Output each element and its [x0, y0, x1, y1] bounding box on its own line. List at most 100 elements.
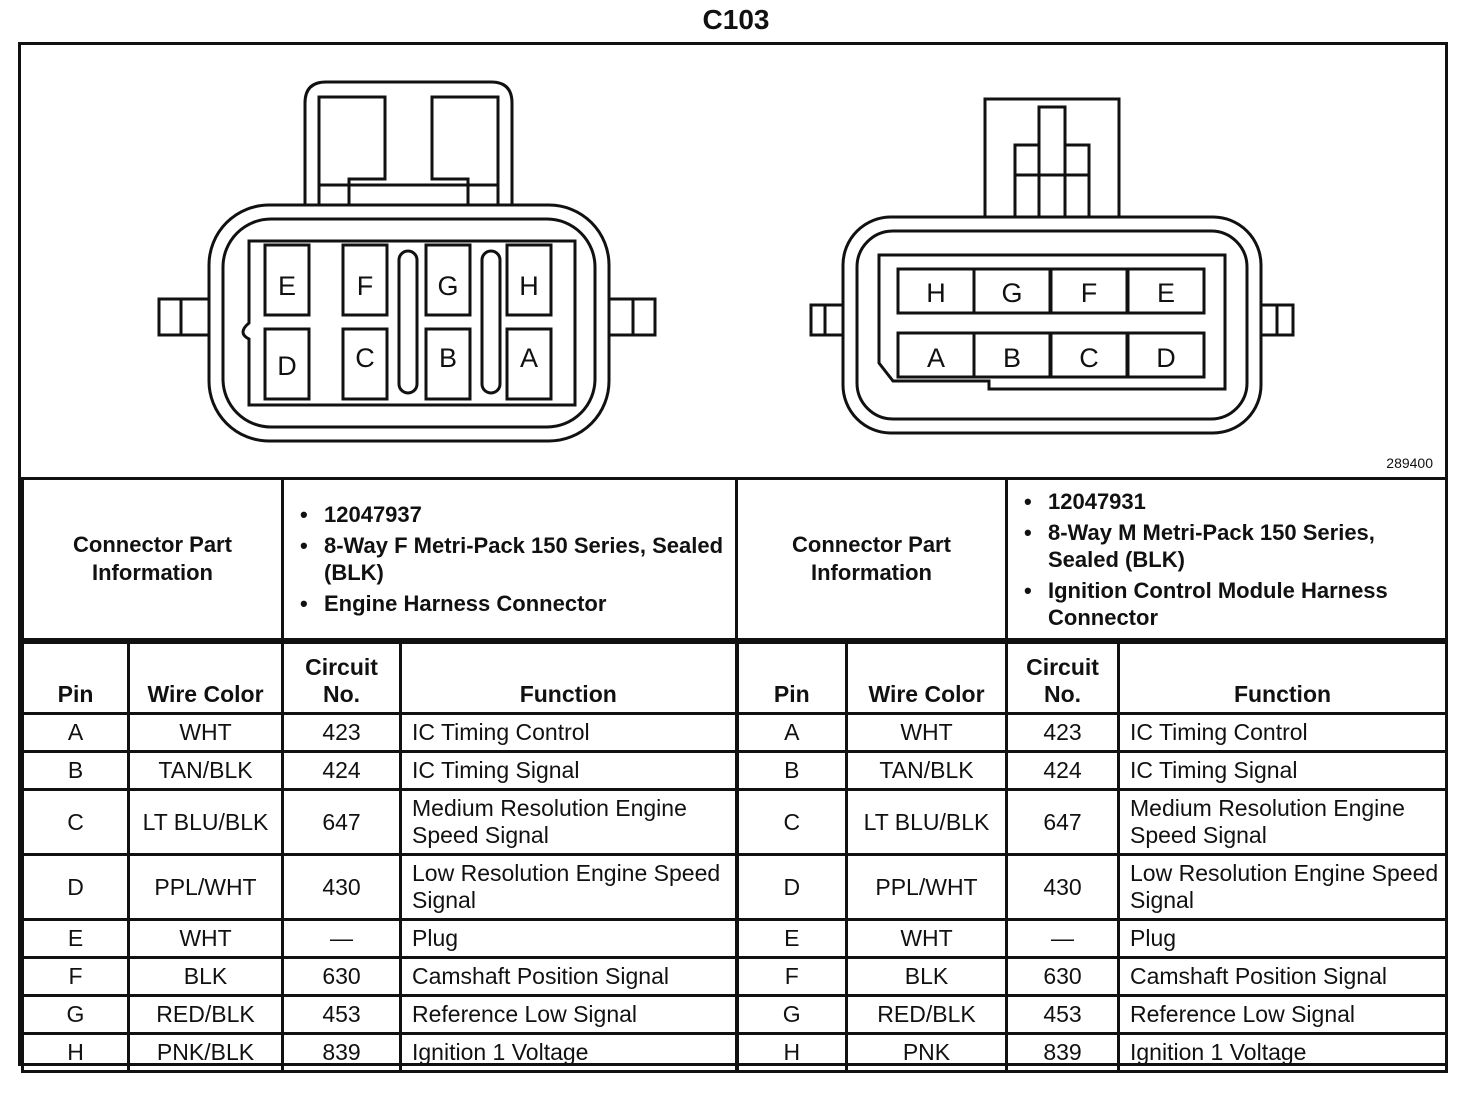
- cavity-box: [424, 327, 472, 401]
- cavity-label: A: [927, 343, 945, 373]
- cavity-label: B: [1003, 343, 1021, 373]
- male-connector-drawing: [809, 97, 1295, 435]
- cavity-label: D: [1156, 343, 1176, 373]
- cavity-label: F: [357, 271, 374, 301]
- col-header-wire-color: Wire Color: [845, 641, 1008, 715]
- wire-color-cell: PPL/WHT: [845, 853, 1008, 921]
- cavity: D: [263, 327, 311, 401]
- cavity: B: [424, 327, 472, 401]
- circuit-cell: 647: [281, 788, 402, 856]
- cavity-box: [263, 327, 311, 401]
- cavity: D: [1126, 331, 1206, 379]
- pin-cell: B: [21, 750, 130, 791]
- circuit-cell: 839: [1005, 1032, 1120, 1073]
- circuit-cell: 424: [281, 750, 402, 791]
- cavity-label: E: [1157, 278, 1175, 308]
- wire-color-cell: RED/BLK: [127, 994, 284, 1035]
- function-cell: Camshaft Position Signal: [399, 956, 739, 997]
- function-cell: IC Timing Signal: [1117, 750, 1448, 791]
- circuit-cell: 423: [1005, 712, 1120, 753]
- cavity-label: C: [355, 343, 375, 373]
- cavity-label: D: [277, 351, 297, 381]
- function-cell: Reference Low Signal: [399, 994, 739, 1035]
- info-item: Engine Harness Connector: [300, 590, 735, 617]
- cavity-label: B: [439, 343, 457, 373]
- function-cell: Reference Low Signal: [1117, 994, 1448, 1035]
- col-header-circuit: Circuit No.: [1005, 641, 1120, 715]
- col-header-pin: Pin: [735, 641, 848, 715]
- function-cell: IC Timing Signal: [399, 750, 739, 791]
- cavity-label: H: [926, 278, 946, 308]
- wire-color-cell: WHT: [845, 712, 1008, 753]
- circuit-cell: 430: [281, 853, 402, 921]
- circuit-cell: —: [1005, 918, 1120, 959]
- col-header-function: Function: [1117, 641, 1448, 715]
- cavity-box: [1126, 267, 1206, 315]
- pin-cell: G: [21, 994, 130, 1035]
- cavity-box: [1126, 331, 1206, 379]
- cavity: G: [424, 243, 472, 317]
- circuit-cell: 423: [281, 712, 402, 753]
- cavity-box: [505, 327, 553, 401]
- cavity: E: [263, 243, 311, 317]
- cavity-label: C: [1079, 343, 1099, 373]
- connector-info-table: Connector Part Information 12047937 8-Wa…: [21, 477, 1448, 641]
- function-cell: Plug: [399, 918, 739, 959]
- cavity-box: [505, 243, 553, 317]
- function-cell: Plug: [1117, 918, 1448, 959]
- pin-table: Pin Wire Color Circuit No. Function Pin …: [21, 641, 1448, 1073]
- pin-cell: C: [21, 788, 130, 856]
- function-cell: Medium Resolution Engine Speed Signal: [1117, 788, 1448, 856]
- wire-color-cell: LT BLU/BLK: [127, 788, 284, 856]
- col-header-function: Function: [399, 641, 739, 715]
- function-cell: IC Timing Control: [399, 712, 739, 753]
- female-cavities: E F G H D C B A: [263, 243, 553, 401]
- pin-cell: D: [735, 853, 848, 921]
- connector-info-label-right: Connector Part Information: [735, 477, 1008, 641]
- cavity: C: [341, 327, 389, 401]
- cavity-box: [424, 243, 472, 317]
- function-cell: IC Timing Control: [1117, 712, 1448, 753]
- cavity: H: [505, 243, 553, 317]
- cavity-label: A: [520, 343, 538, 373]
- info-item: 12047931: [1024, 488, 1445, 515]
- cavity: A: [505, 327, 553, 401]
- circuit-cell: 630: [1005, 956, 1120, 997]
- cavity: E: [1126, 267, 1206, 315]
- wire-color-cell: BLK: [845, 956, 1008, 997]
- cavity-label: G: [437, 271, 458, 301]
- wire-color-cell: BLK: [127, 956, 284, 997]
- connector-drawings: E F G H D C B A H G F E A B C D: [157, 80, 1295, 443]
- connector-info-right: 12047931 8-Way M Metri-Pack 150 Series, …: [1005, 477, 1448, 641]
- wire-color-cell: TAN/BLK: [845, 750, 1008, 791]
- wire-color-cell: PNK/BLK: [127, 1032, 284, 1073]
- cavity: F: [1049, 267, 1129, 315]
- cavity: C: [1049, 331, 1129, 379]
- function-cell: Camshaft Position Signal: [1117, 956, 1448, 997]
- wire-color-cell: PPL/WHT: [127, 853, 284, 921]
- info-item: 8-Way M Metri-Pack 150 Series, Sealed (B…: [1024, 519, 1445, 573]
- pin-cell: E: [735, 918, 848, 959]
- connector-info-label-left: Connector Part Information: [21, 477, 284, 641]
- female-connector-drawing: [157, 80, 657, 443]
- col-header-circuit: Circuit No.: [281, 641, 402, 715]
- wire-color-cell: PNK: [845, 1032, 1008, 1073]
- pin-cell: E: [21, 918, 130, 959]
- wire-color-cell: LT BLU/BLK: [845, 788, 1008, 856]
- function-cell: Low Resolution Engine Speed Signal: [399, 853, 739, 921]
- pin-cell: F: [21, 956, 130, 997]
- info-item: 12047937: [300, 501, 735, 528]
- page-title: C103: [702, 4, 770, 35]
- cavity: H: [896, 267, 976, 315]
- cavity-label: F: [1081, 278, 1098, 308]
- pin-cell: B: [735, 750, 848, 791]
- wire-color-cell: RED/BLK: [845, 994, 1008, 1035]
